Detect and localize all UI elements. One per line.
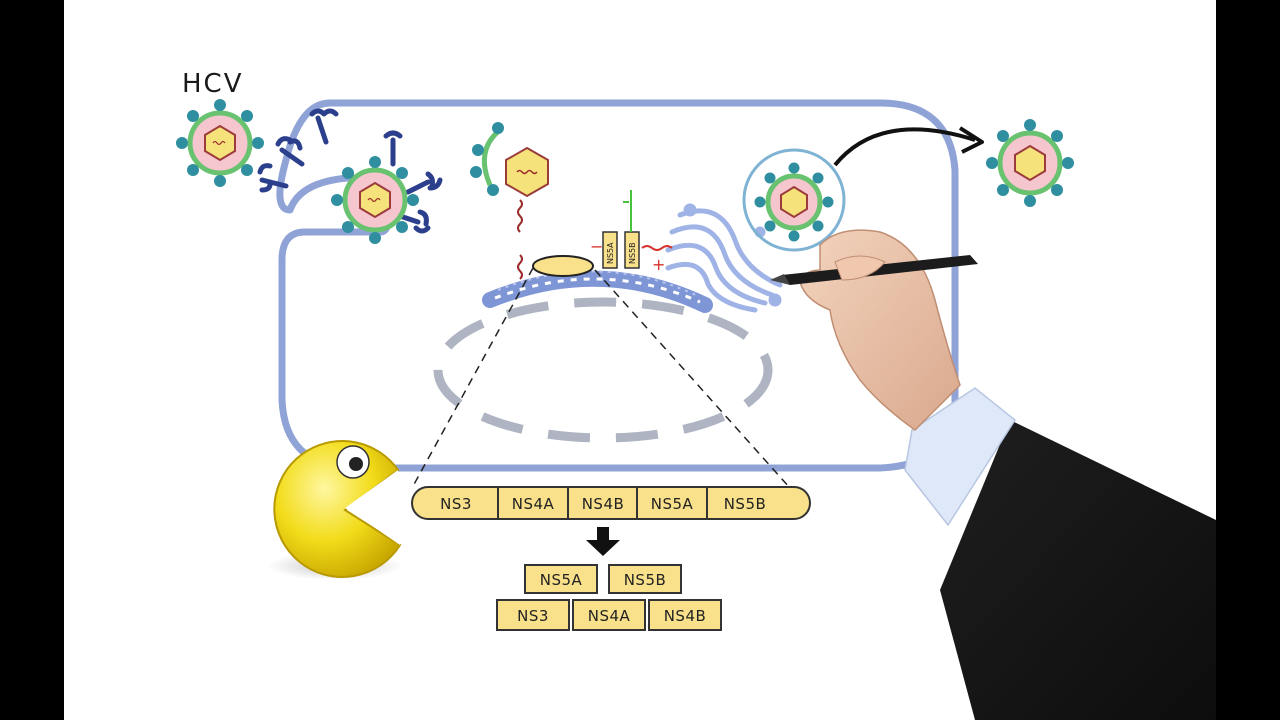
replication-vesicle bbox=[533, 256, 593, 276]
cleaved-ns3: NS3 bbox=[517, 607, 549, 625]
polyprotein-ns5a: NS5A bbox=[651, 495, 694, 513]
plus-sign: + bbox=[652, 255, 665, 274]
pacman-pupil bbox=[349, 457, 363, 471]
hcv-virion-released bbox=[986, 119, 1074, 207]
membrane-label-ns5b: NS5B bbox=[628, 242, 637, 264]
cleaved-ns5a: NS5A bbox=[540, 571, 583, 589]
polyprotein-ns4b: NS4B bbox=[582, 495, 625, 513]
polyprotein-ns4a: NS4A bbox=[512, 495, 555, 513]
diagram-title: HCV bbox=[182, 69, 244, 99]
polyprotein-bar: NS3 NS4A NS4B NS5A NS5B bbox=[412, 487, 810, 519]
hcv-virion-entering bbox=[331, 156, 419, 244]
hcv-virion-assembled bbox=[755, 163, 834, 242]
polyprotein-ns5b: NS5B bbox=[724, 495, 767, 513]
membrane-label-ns5a: NS5A bbox=[606, 242, 615, 264]
polyprotein-ns3: NS3 bbox=[440, 495, 472, 513]
cleaved-ns5b: NS5B bbox=[624, 571, 667, 589]
minus-sign: − bbox=[590, 237, 603, 256]
cleaved-ns4b: NS4B bbox=[664, 607, 707, 625]
cleaved-ns4a: NS4A bbox=[588, 607, 631, 625]
hcv-virion-extracellular bbox=[176, 99, 264, 187]
